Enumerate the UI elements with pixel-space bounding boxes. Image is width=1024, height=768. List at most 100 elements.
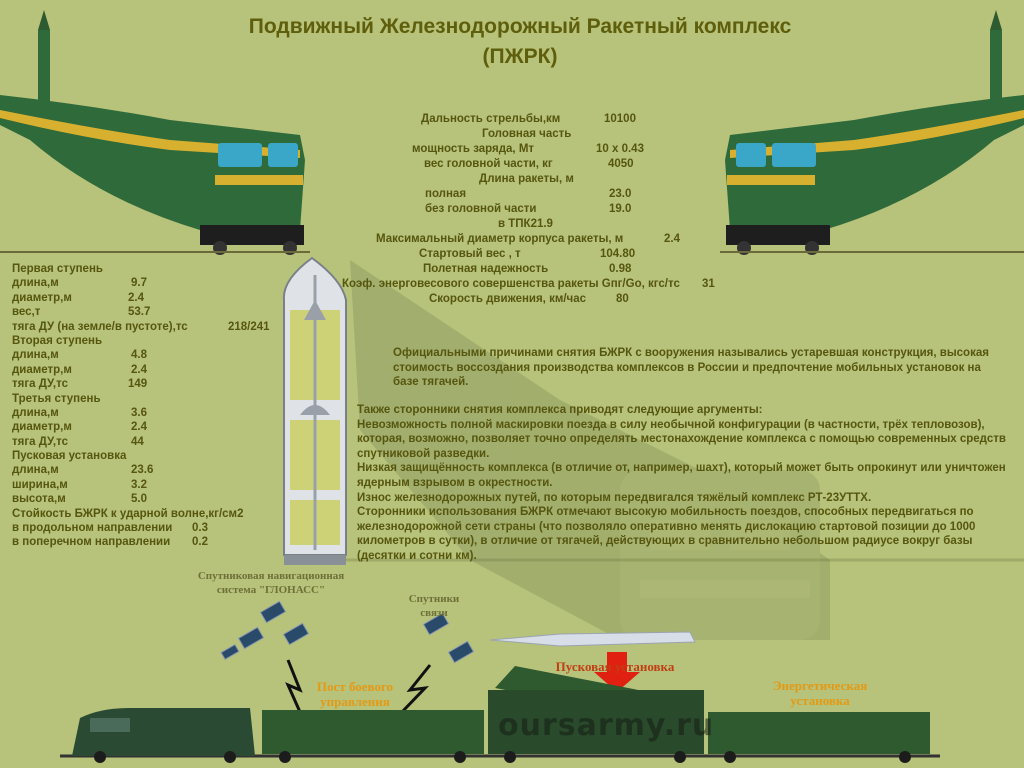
spec-label: в ТПК21.9 [498, 218, 553, 230]
spec-value: 0.98 [609, 263, 632, 275]
satellites-glonass [220, 600, 310, 661]
spec-label: Максимальный диаметр корпуса ракеты, м [376, 233, 624, 245]
spec-row: без головной части 19.0 [336, 202, 736, 217]
spec-row: Дальность стрельбы,км 10100 [336, 112, 736, 127]
paragraph: Невозможность полной маскировки поезда в… [357, 418, 1006, 460]
stage-row: Вторая ступень [12, 334, 312, 348]
spec-value: 4050 [608, 158, 634, 170]
title-line-1: Подвижный Железнодорожный Ракетный компл… [248, 15, 792, 38]
arguments-text: Также сторонники снятия комплекса привод… [357, 403, 1007, 564]
stage-label: Первая ступень [12, 263, 103, 275]
stage-label: вес,т [12, 306, 41, 319]
stage-row: в продольном направлении 0.3 [12, 521, 312, 535]
stage-row: Первая ступень [12, 262, 312, 276]
bottom-train [60, 690, 940, 763]
stage-label: тяга ДУ,тс [12, 435, 68, 448]
spec-row: Коэф. энерговесового совершенства ракеты… [336, 277, 736, 292]
spec-label: Стартовый вес , т [419, 248, 521, 260]
stage-label: диаметр,м [12, 421, 72, 434]
stage-value: 3.2 [131, 478, 147, 491]
stage-row: вес,т 53.7 [12, 305, 312, 319]
spec-row: мощность заряда, Мт 10 х 0.43 [336, 142, 736, 157]
stage-label: в продольном направлении [12, 522, 173, 535]
title-line-2: (ПЖРК) [482, 45, 558, 68]
label-command-post: Пост боевого управления [316, 679, 394, 709]
official-reasons-text: Официальными причинами снятия БЖРК с воо… [393, 346, 993, 390]
stage-label: тяга ДУ,тс [12, 378, 68, 391]
stage-row: тяга ДУ,тс 44 [12, 435, 312, 449]
spec-label: Длина ракеты, м [479, 173, 574, 185]
stage-value: 3.6 [131, 406, 147, 419]
missile-specs: Дальность стрельбы,км 10100 Головная част… [336, 112, 736, 307]
faded-locomotive [350, 260, 830, 640]
paragraph: Сторонники использования БЖРК отмечают в… [357, 506, 976, 562]
label-comms-satellites: Спутники связи [408, 593, 460, 619]
stage-label: Третья ступень [12, 392, 101, 405]
stage-row: Пусковая установка [12, 449, 312, 463]
spec-value: 2.4 [664, 233, 680, 245]
stage-value: 2.4 [131, 363, 147, 376]
signal-bolt-right [400, 664, 432, 714]
stage-value: 9.7 [131, 277, 147, 290]
stage-row: ширина,м 3.2 [12, 478, 312, 492]
stage-value: 0.3 [192, 522, 208, 535]
stage-row: тяга ДУ,тс 149 [12, 377, 312, 391]
satellites-comms [422, 612, 475, 664]
locomotive-right [720, 10, 1024, 255]
page-title: Подвижный Железнодорожный Ракетный компл… [160, 12, 880, 72]
stage-value: 0.2 [192, 536, 208, 549]
stage-value: 4.8 [131, 349, 147, 362]
spec-value: 10 х 0.43 [596, 143, 644, 155]
spec-label: Дальность стрельбы,км [421, 113, 561, 125]
stage-label: длина,м [12, 406, 59, 419]
spec-row: Длина ракеты, м [336, 172, 736, 187]
stage-label: Стойкость БЖРК к ударной волне,кг/см2 [12, 507, 244, 520]
spec-label: мощность заряда, Мт [412, 143, 535, 155]
stage-label: диаметр,м [12, 291, 72, 304]
spec-row: Головная часть [336, 127, 736, 142]
arrow-red [594, 652, 640, 692]
paragraph: Износ железнодорожных путей, по которым … [357, 491, 872, 504]
stage-label: Вторая ступень [12, 334, 103, 347]
watermark: oursarmy.ru [498, 708, 715, 743]
spec-label: без головной части [425, 203, 537, 215]
stage-value: 44 [131, 435, 144, 448]
spec-value: 10100 [604, 113, 636, 125]
signal-bolt-left [285, 659, 303, 713]
stage-label: длина,м [12, 349, 59, 362]
stage-label: длина,м [12, 277, 59, 290]
stage-row: длина,м 3.6 [12, 406, 312, 420]
label-glonass: Спутниковая навигационная система "ГЛОНА… [197, 570, 345, 596]
label-launcher: Пусковая установка [555, 659, 675, 674]
spec-label: Головная часть [482, 128, 572, 140]
spec-value: 31 [702, 278, 715, 290]
stage-row: длина,м 9.7 [12, 276, 312, 290]
stage-row: Стойкость БЖРК к ударной волне,кг/см2 [12, 507, 312, 521]
locomotive-left [0, 10, 310, 255]
spec-row: Максимальный диаметр корпуса ракеты, м 2.… [336, 232, 736, 247]
spec-label: полная [425, 188, 467, 200]
stage-row: длина,м 4.8 [12, 348, 312, 362]
spec-label: вес головной части, кг [424, 158, 553, 170]
spec-label: Полетная надежность [423, 263, 549, 275]
stage-label: ширина,м [12, 478, 68, 491]
spec-row: вес головной части, кг 4050 [336, 157, 736, 172]
paragraph: Официальными причинами снятия БЖРК с воо… [393, 347, 989, 389]
stage-value: 149 [128, 378, 148, 391]
spec-value: 19.0 [609, 203, 632, 215]
stage-value: 218/241 [228, 320, 270, 333]
stage-row: Третья ступень [12, 392, 312, 406]
spec-row: Полетная надежность 0.98 [336, 262, 736, 277]
spec-value: 23.0 [609, 188, 632, 200]
stage-value: 53.7 [128, 306, 151, 319]
